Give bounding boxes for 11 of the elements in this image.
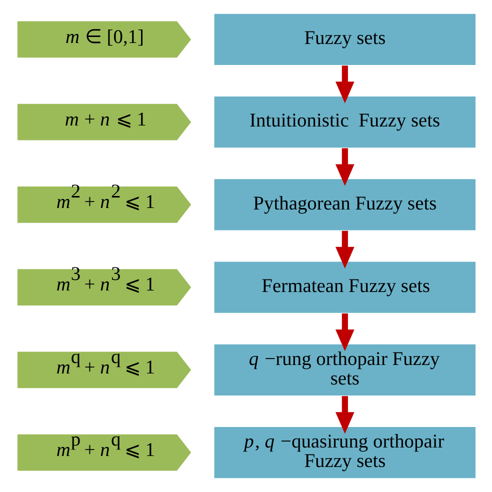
arrow	[334, 148, 354, 186]
node-box: Fermatean Fuzzy sets	[212, 260, 476, 314]
node-box: q −rung orthopair Fuzzy sets	[212, 343, 476, 397]
arrow	[334, 396, 354, 434]
node-box: Intuitionistic Fuzzy sets	[212, 95, 476, 149]
arrow	[334, 66, 354, 104]
arrow	[334, 313, 354, 352]
node-box: Fuzzy sets	[212, 12, 476, 66]
node-box: p, q −quasirung orthopair Fuzzy sets	[212, 426, 476, 480]
node-box: Pythagorean Fuzzy sets	[212, 178, 476, 232]
arrow	[334, 230, 354, 268]
